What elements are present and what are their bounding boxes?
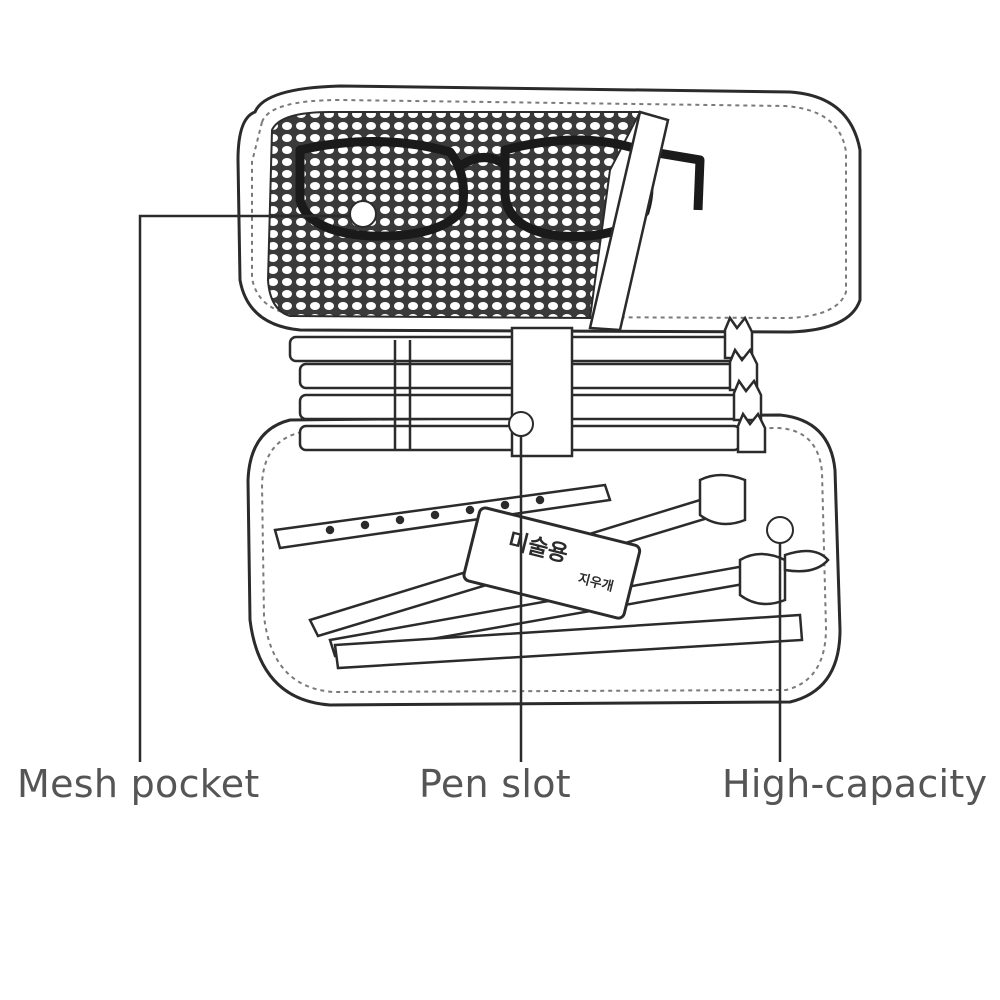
- pen-slot-marker: [508, 411, 534, 437]
- mesh-pocket-marker: [349, 200, 377, 228]
- high-capacity-label: High-capacity: [722, 762, 988, 806]
- eraser: [462, 506, 642, 620]
- high-capacity-marker: [766, 516, 794, 544]
- callout-lines: [138, 214, 782, 762]
- pen-slot-label: Pen slot: [419, 762, 572, 806]
- mesh-pocket-label: Mesh pocket: [17, 762, 260, 806]
- dotted-pencil: [273, 483, 612, 550]
- elastic-strap: [588, 110, 670, 332]
